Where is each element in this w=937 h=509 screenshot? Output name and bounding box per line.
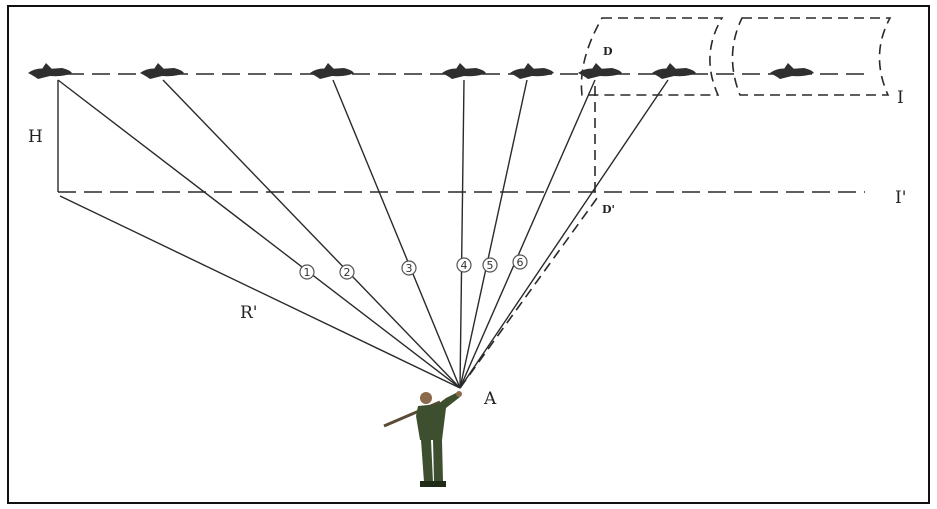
aircraft-silhouette-icon bbox=[28, 63, 72, 79]
label-h: H bbox=[28, 127, 43, 147]
label-d-prime: D' bbox=[602, 203, 615, 216]
label-d: D bbox=[603, 45, 613, 58]
aircraft-silhouette-icon bbox=[310, 63, 354, 79]
soldier-with-rifle-icon bbox=[383, 391, 462, 487]
sight-number-5: 5 bbox=[482, 257, 498, 273]
svg-text:1: 1 bbox=[304, 266, 311, 279]
svg-text:4: 4 bbox=[461, 259, 468, 272]
aircraft-group bbox=[28, 63, 814, 79]
label-i-prime: I' bbox=[895, 188, 906, 208]
aircraft-silhouette-icon bbox=[770, 63, 814, 79]
label-r-prime: R' bbox=[240, 303, 257, 323]
aircraft-silhouette-icon bbox=[652, 63, 696, 79]
svg-text:6: 6 bbox=[517, 256, 524, 269]
label-a: A bbox=[483, 389, 497, 409]
sight-number-2: 2 bbox=[339, 264, 355, 280]
aircraft-silhouette-icon bbox=[442, 63, 486, 79]
diagram-frame bbox=[7, 5, 930, 504]
sight-number-4: 4 bbox=[456, 257, 472, 273]
aircraft-silhouette-icon bbox=[140, 63, 184, 79]
sight-lines bbox=[57, 79, 669, 389]
aircraft-silhouette-icon bbox=[510, 63, 554, 79]
sight-number-6: 6 bbox=[512, 254, 528, 270]
dashed-cylinder-boxes bbox=[580, 17, 892, 96]
svg-text:5: 5 bbox=[487, 259, 494, 272]
svg-text:2: 2 bbox=[344, 266, 351, 279]
label-i: I bbox=[897, 88, 904, 108]
sight-number-markers: 1 2 3 4 5 6 bbox=[299, 254, 528, 280]
sight-number-1: 1 bbox=[299, 264, 315, 280]
sight-number-3: 3 bbox=[401, 260, 417, 276]
aircraft-silhouette-icon bbox=[578, 63, 622, 79]
svg-text:3: 3 bbox=[406, 262, 413, 275]
